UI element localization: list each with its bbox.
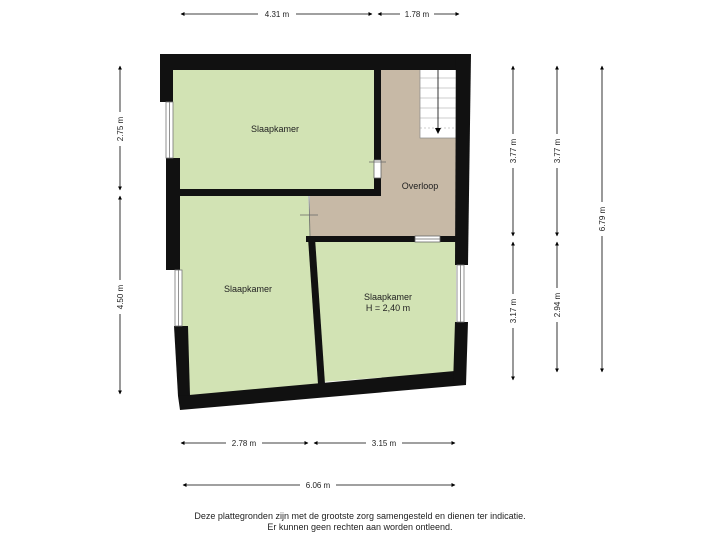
room-slaapkamer-top-left: [172, 66, 379, 192]
dim-right-middle-lower: 2.94 m: [553, 292, 562, 317]
dim-left-lower: 4.50 m: [116, 284, 125, 309]
dim-right-inner-upper: 3.77 m: [509, 138, 518, 163]
dim-bottom-left: 2.78 m: [232, 439, 257, 448]
disclaimer-line-1: Deze plattegronden zijn met de grootste …: [194, 511, 526, 521]
dim-right-total: 6.79 m: [598, 206, 607, 231]
dimension-right: 3.77 m 3.17 m 3.77 m 2.94 m 6.79 m: [507, 65, 608, 381]
dimension-bottom: 2.78 m 3.15 m 6.06 m: [180, 437, 456, 491]
dim-right-middle-upper: 3.77 m: [553, 138, 562, 163]
room-slaapkamer-bottom-left: [180, 195, 320, 396]
dim-right-inner-lower: 3.17 m: [509, 298, 518, 323]
room-label-bottom-left: Slaapkamer: [224, 284, 272, 294]
windows: [165, 101, 465, 327]
room-label-landing: Overloop: [402, 181, 439, 191]
room-height-label: H = 2,40 m: [366, 303, 410, 313]
walls: [160, 54, 471, 410]
disclaimer-line-2: Er kunnen geen rechten aan worden ontlee…: [267, 522, 453, 532]
dimension-top: 4.31 m 1.78 m: [180, 8, 460, 20]
staircase: [419, 65, 457, 139]
doors: [300, 159, 441, 243]
room-slaapkamer-bottom-right: [314, 240, 456, 382]
room-label-bottom-right: Slaapkamer: [364, 292, 412, 302]
dim-left-upper: 2.75 m: [116, 116, 125, 141]
room-label-top-left: Slaapkamer: [251, 124, 299, 134]
dim-top-left: 4.31 m: [265, 10, 290, 19]
dimension-left: 2.75 m 4.50 m: [114, 65, 126, 395]
dim-bottom-total: 6.06 m: [306, 481, 331, 490]
dim-top-right: 1.78 m: [405, 10, 430, 19]
dim-bottom-right: 3.15 m: [372, 439, 397, 448]
